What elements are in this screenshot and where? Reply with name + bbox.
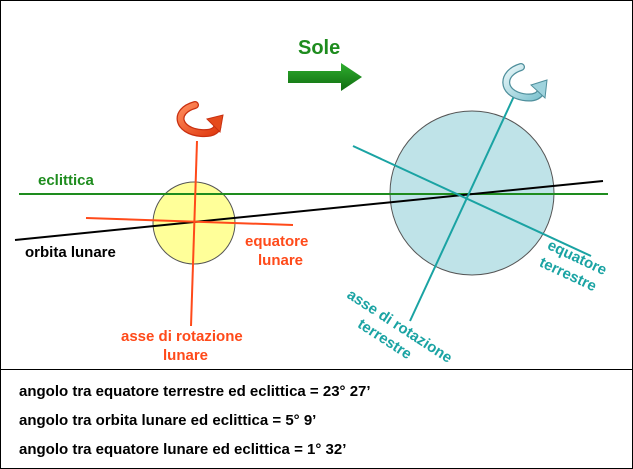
lunar-equator-label: equatore lunare	[245, 233, 313, 269]
lunar-axis-line	[190, 140, 198, 327]
caption-panel: angolo tra equatore terrestre ed eclitti…	[1, 369, 632, 469]
lunar-orbit-line	[14, 180, 604, 241]
caption-lunar-orbit-angle: angolo tra orbita lunare ed eclittica = …	[19, 412, 317, 429]
earth-axis-label: asse di rotazione terrestre	[333, 286, 458, 369]
lunar-orbit-label: orbita lunare	[25, 244, 116, 261]
lunar-equator-label-line1: equatore	[245, 233, 308, 250]
earth-equator-label: equatore terrestre	[537, 237, 613, 298]
ecliptic-label: eclittica	[38, 172, 95, 189]
lunar-axis-label-line1: asse di rotazione	[121, 328, 243, 345]
lunar-axis-label-line2: lunare	[163, 347, 208, 364]
lunar-equator-line	[85, 217, 294, 226]
lunar-equator-label-line2: lunare	[258, 252, 303, 269]
sun-label: Sole	[298, 37, 340, 59]
earth-equator-line	[352, 145, 592, 257]
caption-lunar-equator-angle: angolo tra equatore lunare ed eclittica …	[19, 441, 347, 458]
diagram: Sole eclittica orbita lunare equatore lu…	[14, 37, 613, 369]
caption-earth-equator-angle: angolo tra equatore terrestre ed eclitti…	[19, 383, 371, 400]
sun-direction-arrow	[288, 63, 362, 91]
lunar-axis-label: asse di rotazione lunare	[121, 328, 247, 364]
moon-rotation-arrow-icon	[176, 101, 224, 138]
earth-rotation-arrow-icon	[502, 63, 548, 102]
earth-axis-line	[409, 93, 516, 322]
